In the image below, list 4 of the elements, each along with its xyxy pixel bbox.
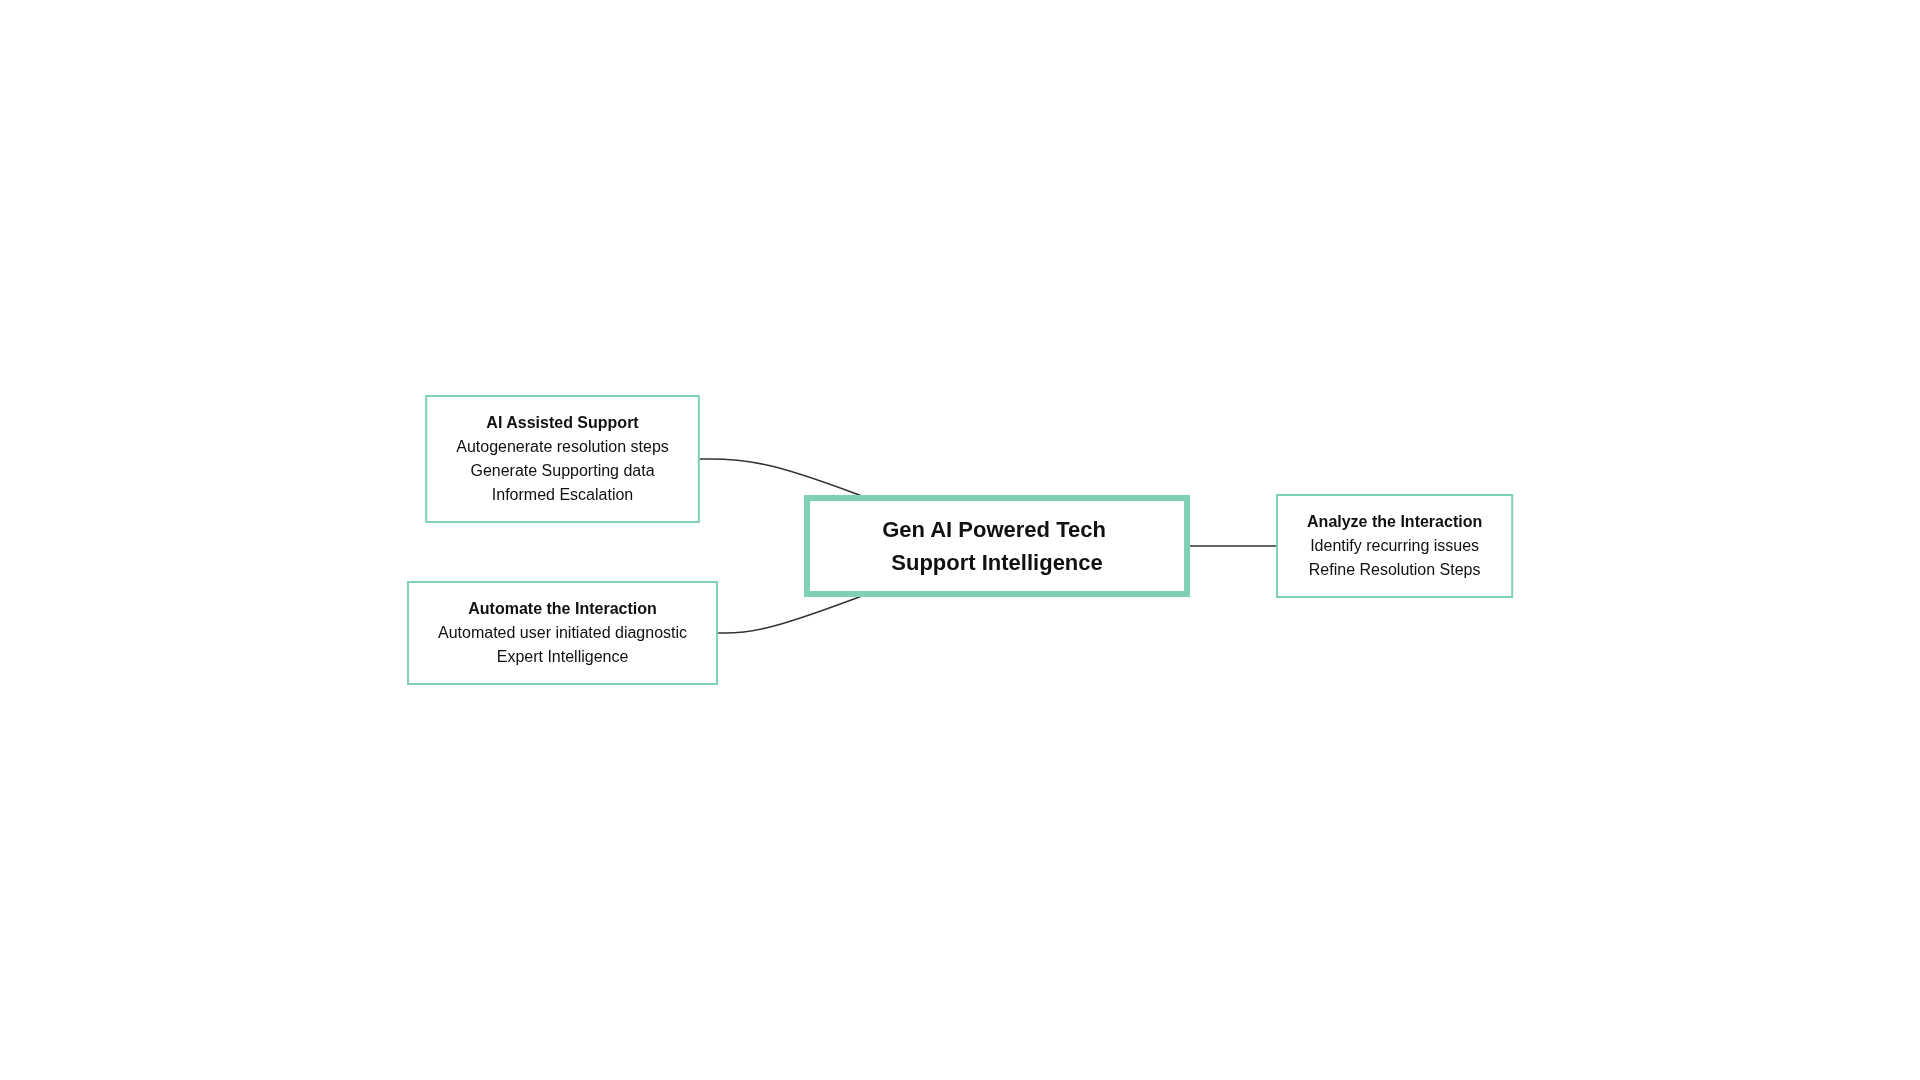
node-box: Automate the Interaction Automated user initiated diagnostic Expert Intelligence bbox=[406, 581, 718, 685]
node-box: Analyze the Interaction Identify recurring issues Refine Resolution Steps bbox=[1275, 494, 1514, 598]
node-box: Gen AI Powered Tech Support Intelligence bbox=[803, 495, 1190, 597]
node-box: AI Assisted Support Autogenerate resolution steps Generate Supporting data Informed Escalation bbox=[425, 395, 700, 523]
